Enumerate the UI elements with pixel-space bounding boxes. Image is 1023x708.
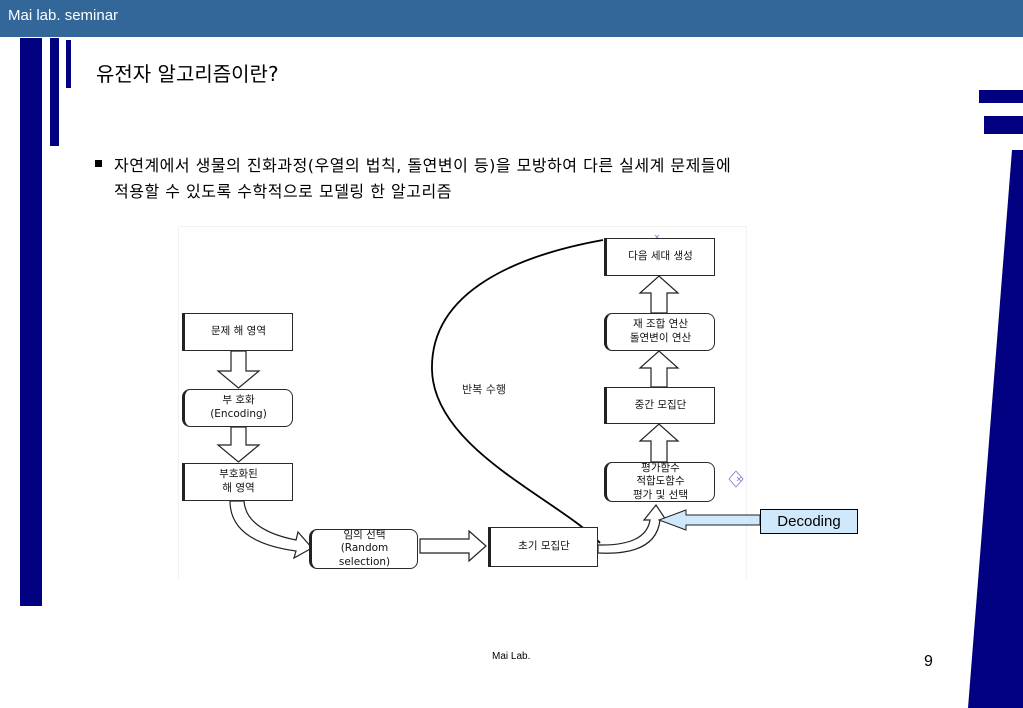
left-decor-bar-wide [20,38,42,606]
hollow-arrow-curve [229,500,313,560]
bullet-text-line-1: 자연계에서 생물의 진화과정(우열의 법칙, 돌연변이 등)을 모방하여 다른 … [114,156,732,175]
encoded-domain-box: 부호화된 해 영역 [182,463,293,501]
page-number: 9 [924,653,933,670]
left-decor-bar-mid [50,38,59,146]
hollow-arrow-down-1 [216,350,261,389]
initial-population-box: 초기 모집단 [488,527,598,567]
slide-title: 유전자 알고리즘이란? [96,62,279,86]
crossover-mutation-box: 재 조합 연산 돌연변이 연산 [604,313,715,351]
bullet-text-line-2: 적용할 수 있도록 수학적으로 모델링 한 알고리즘 [114,182,452,201]
left-decor-bar-thin [66,40,71,88]
hollow-arrow-up-2 [638,350,680,388]
decoding-arrow [657,509,761,531]
footer-lab-name: Mai Lab. [492,651,531,662]
random-selection-box: 임의 선택 (Random selection) [309,529,418,569]
header-title: Mai lab. seminar [8,7,119,24]
hollow-arrow-to-evaluation [597,503,668,554]
problem-domain-box: 문제 해 영역 [182,313,293,351]
bullet-square-icon [95,160,102,167]
header-bar: Mai lab. seminar [0,0,1023,37]
hollow-arrow-up-3 [638,275,680,314]
iteration-curve-arrow [431,239,604,544]
intermediate-population-box: 중간 모집단 [604,387,715,424]
decoding-callout: Decoding [760,509,858,534]
encoding-box: 부 호화 (Encoding) [182,389,293,427]
hollow-arrow-up-1 [638,423,680,463]
next-generation-box: 다음 세대 생성 [604,238,715,276]
fitness-evaluation-box: 평가함수 적합도함수 평가 및 선택 [604,462,715,502]
iteration-label: 반복 수행 [462,383,506,396]
hollow-arrow-down-2 [216,426,261,463]
hollow-arrow-right [419,529,487,563]
